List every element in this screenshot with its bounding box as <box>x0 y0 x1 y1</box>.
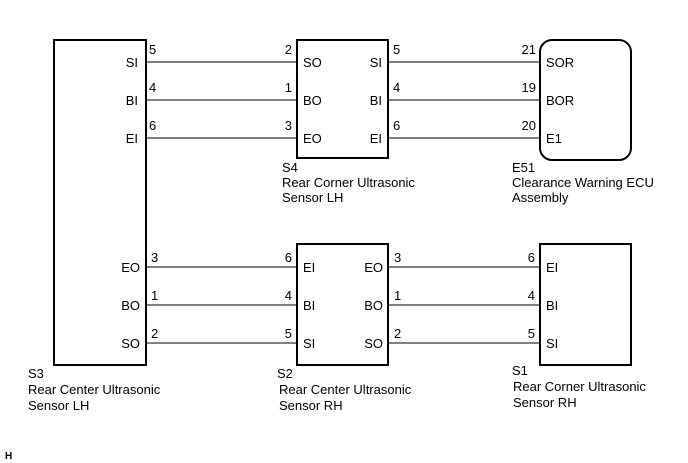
s3-pin-so-label: SO <box>121 336 140 351</box>
component-s3-box <box>53 39 147 366</box>
s4-pin-number-so: 2 <box>285 42 292 57</box>
s1-name-line2: Sensor RH <box>513 395 577 410</box>
e51-pin-sor-label: SOR <box>546 55 574 70</box>
s3-pin-ei-label: EI <box>126 131 138 146</box>
s1-code: S1 <box>512 363 528 378</box>
s2-name-line2: Sensor RH <box>279 398 343 413</box>
s2-pin-eo-label: EO <box>364 260 383 275</box>
s3-pin-si-label: SI <box>126 55 138 70</box>
e51-pin-e1-label: E1 <box>546 131 562 146</box>
e51-code: E51 <box>512 160 535 175</box>
s3-pin-number-bi: 4 <box>149 80 156 95</box>
e51-pin-bor-label: BOR <box>546 93 574 108</box>
component-e51-box <box>539 39 632 161</box>
s4-pin-bi-label: BI <box>370 93 382 108</box>
component-s1-box <box>539 243 632 366</box>
s1-name-line1: Rear Corner Ultrasonic <box>513 379 646 394</box>
component-s2-box <box>296 243 389 366</box>
s1-pin-si-label: SI <box>546 336 558 351</box>
s2-pin-number-bi: 4 <box>285 288 292 303</box>
e51-pin-number-bor: 19 <box>522 80 536 95</box>
s4-pin-eo-label: EO <box>303 131 322 146</box>
s3-pin-number-si: 5 <box>149 42 156 57</box>
s2-code: S2 <box>277 366 293 381</box>
s2-name-line1: Rear Center Ultrasonic <box>279 382 412 397</box>
s4-pin-bo-label: BO <box>303 93 322 108</box>
s4-name-line2: Sensor LH <box>282 190 343 205</box>
e51-pin-number-e1: 20 <box>522 118 536 133</box>
s1-pin-number-bi: 4 <box>528 288 535 303</box>
s4-pin-number-si: 5 <box>393 42 400 57</box>
s2-pin-si-label: SI <box>303 336 315 351</box>
s2-pin-number-eo: 3 <box>394 250 401 265</box>
s4-pin-number-ei: 6 <box>393 118 400 133</box>
s3-name-line1: Rear Center Ultrasonic <box>28 382 161 397</box>
s4-pin-so-label: SO <box>303 55 322 70</box>
e51-name-line2: Assembly <box>512 190 569 205</box>
s2-pin-bo-label: BO <box>364 298 383 313</box>
s2-pin-number-si: 5 <box>285 326 292 341</box>
s3-pin-bi-label: BI <box>126 93 138 108</box>
s4-code: S4 <box>282 160 298 175</box>
s1-pin-number-ei: 6 <box>528 250 535 265</box>
s2-pin-ei-label: EI <box>303 260 315 275</box>
s2-pin-number-bo: 1 <box>394 288 401 303</box>
s1-pin-ei-label: EI <box>546 260 558 275</box>
s2-pin-number-ei: 6 <box>285 250 292 265</box>
s4-pin-si-label: SI <box>370 55 382 70</box>
s3-pin-eo-label: EO <box>121 260 140 275</box>
footer-mark: H <box>5 451 12 462</box>
s4-pin-ei-label: EI <box>370 131 382 146</box>
s4-name-line1: Rear Corner Ultrasonic <box>282 175 415 190</box>
s3-pin-number-ei: 6 <box>149 118 156 133</box>
s4-pin-number-bo: 1 <box>285 80 292 95</box>
e51-pin-number-sor: 21 <box>522 42 536 57</box>
s1-pin-number-si: 5 <box>528 326 535 341</box>
s3-pin-number-bo: 1 <box>151 288 158 303</box>
s3-pin-bo-label: BO <box>121 298 140 313</box>
s2-pin-number-so: 2 <box>394 326 401 341</box>
e51-name-line1: Clearance Warning ECU <box>512 175 654 190</box>
s4-pin-number-eo: 3 <box>285 118 292 133</box>
s2-pin-so-label: SO <box>364 336 383 351</box>
component-s4-box <box>296 39 389 159</box>
s3-code: S3 <box>28 366 44 381</box>
s2-pin-bi-label: BI <box>303 298 315 313</box>
s3-pin-number-so: 2 <box>151 326 158 341</box>
s1-pin-bi-label: BI <box>546 298 558 313</box>
s4-pin-number-bi: 4 <box>393 80 400 95</box>
s3-pin-number-eo: 3 <box>151 250 158 265</box>
s3-name-line2: Sensor LH <box>28 398 89 413</box>
